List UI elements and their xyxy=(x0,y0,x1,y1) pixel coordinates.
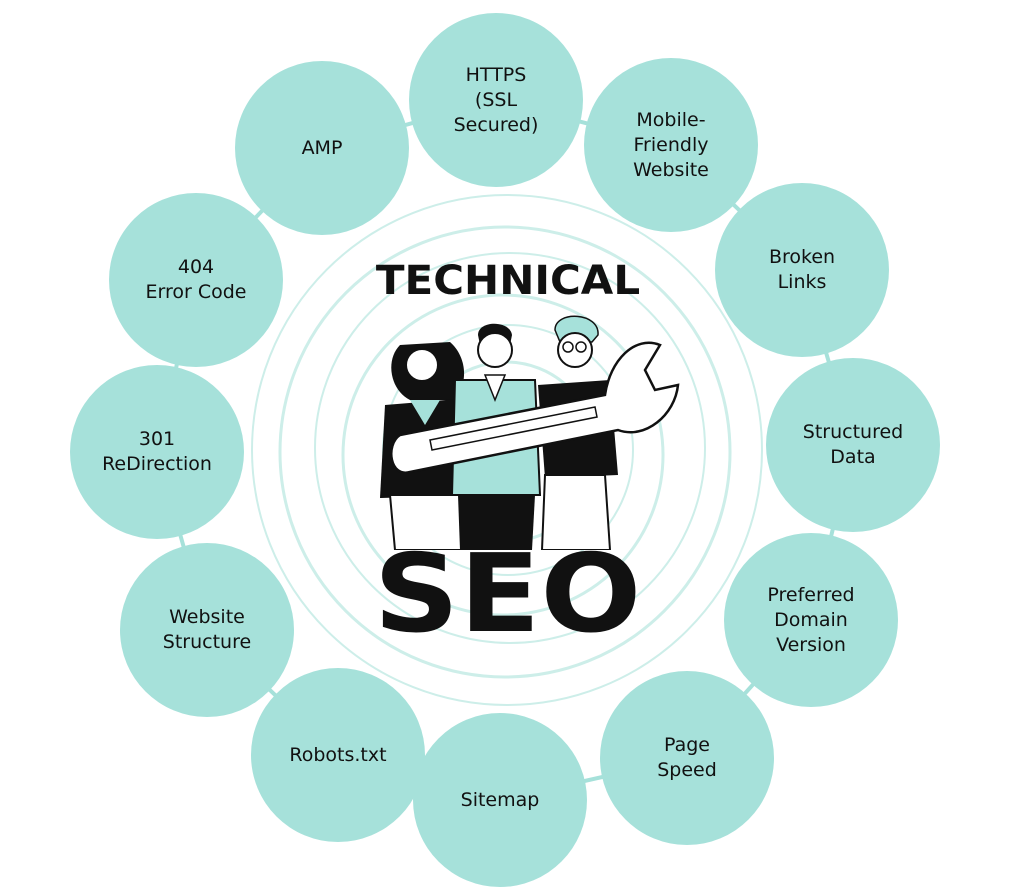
team-holding-wrench-illustration xyxy=(380,315,680,550)
topic-node: Preferred Domain Version xyxy=(724,533,898,707)
topic-label: 301 ReDirection xyxy=(102,428,212,475)
topic-node: Mobile- Friendly Website xyxy=(584,58,758,232)
topic-node: 301 ReDirection xyxy=(70,365,244,539)
topic-label: Robots.txt xyxy=(289,743,387,766)
title-seo: SEO xyxy=(373,532,642,657)
topic-label: Preferred Domain Version xyxy=(767,583,855,656)
topic-node: 404 Error Code xyxy=(109,193,283,367)
swirl-ring xyxy=(314,252,706,644)
swirl-ring xyxy=(251,194,763,706)
topic-label: Structured Data xyxy=(802,421,904,468)
topic-label: Website Structure xyxy=(162,606,252,653)
topic-node: Page Speed xyxy=(600,671,774,845)
topic-node: Broken Links xyxy=(715,183,889,357)
title-technical: TECHNICAL xyxy=(375,258,641,304)
topic-node: Structured Data xyxy=(766,358,940,532)
topic-node: Sitemap xyxy=(413,713,587,887)
topic-label: Mobile- Friendly Website xyxy=(633,108,709,181)
topic-node: HTTPS (SSL Secured) xyxy=(409,13,583,187)
swirl-ring xyxy=(341,293,665,617)
topic-label: Page Speed xyxy=(657,734,717,781)
topic-label: AMP xyxy=(301,136,343,159)
topic-label: Broken Links xyxy=(768,246,836,293)
swirl-ring xyxy=(278,225,732,679)
topic-label: Sitemap xyxy=(460,788,540,811)
topic-node: AMP xyxy=(235,61,409,235)
wrench xyxy=(390,341,680,474)
topic-label: HTTPS (SSL Secured) xyxy=(453,63,539,136)
topic-label: 404 Error Code xyxy=(145,256,247,303)
topic-node: Website Structure xyxy=(120,543,294,717)
topic-node: Robots.txt xyxy=(251,668,425,842)
